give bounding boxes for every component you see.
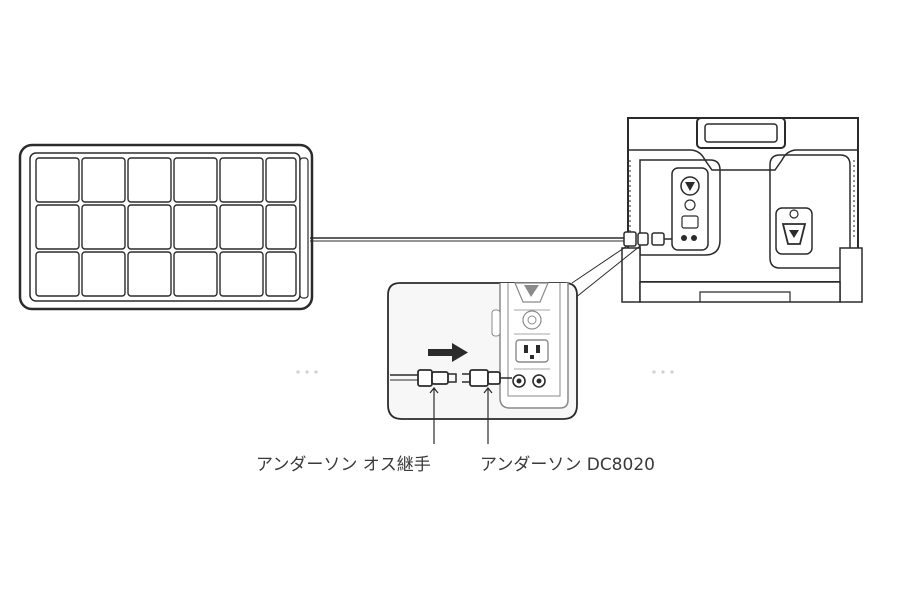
solar-cell (173, 157, 218, 203)
solar-cell (81, 251, 126, 297)
zoom-callout-lines (571, 245, 641, 299)
solar-cell (173, 204, 218, 250)
solar-cell (127, 251, 172, 297)
solar-cell (35, 157, 80, 203)
inset-detail (387, 282, 578, 420)
solar-cell (35, 204, 80, 250)
solar-cell (219, 204, 264, 250)
solar-cell (127, 204, 172, 250)
decorative-dots (296, 370, 674, 374)
solar-cable (310, 237, 625, 242)
solar-cell (265, 251, 297, 297)
anderson-dc8020-plug (462, 369, 512, 387)
label-anderson-dc8020: アンダーソン DC8020 (480, 455, 655, 475)
label-leader-lines (429, 387, 493, 444)
anderson-port-icon (680, 176, 700, 241)
solar-cell (265, 204, 297, 250)
solar-cell (219, 251, 264, 297)
power-station (621, 117, 863, 303)
solar-cell-grid (35, 157, 297, 297)
solar-cell (35, 251, 80, 297)
arrow-right-icon (428, 343, 468, 362)
solar-cell (81, 157, 126, 203)
anderson-male-adapter (390, 369, 457, 387)
solar-cell (265, 157, 297, 203)
solar-cell (81, 204, 126, 250)
label-anderson-male-adapter: アンダーソン オス継手 (256, 455, 431, 475)
station-connector (623, 231, 672, 247)
solar-panel (18, 143, 314, 311)
right-anderson-port-icon (781, 209, 807, 245)
solar-cell (219, 157, 264, 203)
solar-cell (127, 157, 172, 203)
solar-cell (173, 251, 218, 297)
